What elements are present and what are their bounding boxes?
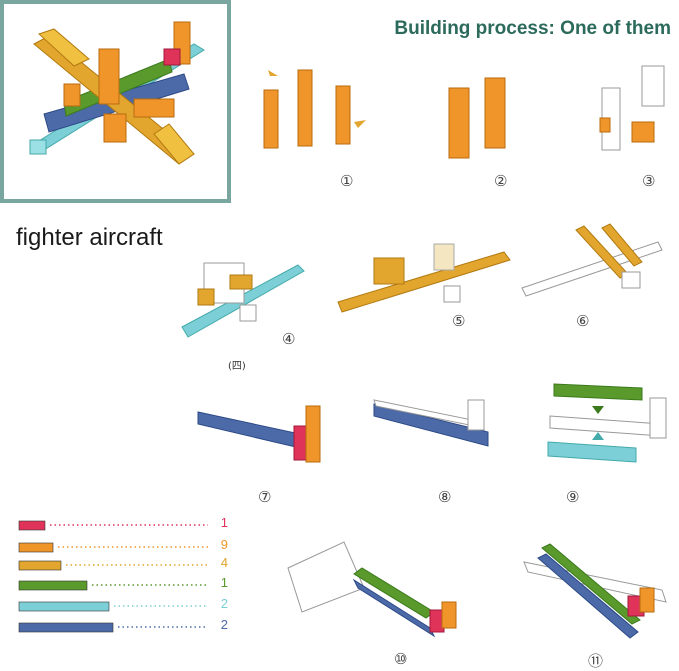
step-label-3: ③ <box>642 172 656 190</box>
step-label-9: ⑨ <box>566 488 580 506</box>
product-name: fighter aircraft <box>16 224 163 251</box>
legend-row: 2 <box>18 596 228 612</box>
step-6-illustration <box>521 223 663 297</box>
step-9-illustration <box>547 383 667 463</box>
step-label-1: ① <box>340 172 354 190</box>
step-11-illustration <box>523 543 667 639</box>
legend-count: 1 <box>220 515 228 530</box>
step-label-11: ⑪ <box>588 652 604 670</box>
step-5-illustration <box>337 243 511 313</box>
legend-row: 4 <box>18 555 228 571</box>
arrow-icon <box>268 70 278 76</box>
step-label-2: ② <box>494 172 508 190</box>
arrow-icon <box>592 406 604 414</box>
legend-row: 1 <box>18 575 228 591</box>
legend-count: 4 <box>220 555 228 570</box>
step-label-6: ⑥ <box>576 312 590 330</box>
legend-piece-icon <box>18 520 208 531</box>
arrow-icon <box>354 120 366 128</box>
assembled-model-illustration <box>29 21 205 165</box>
page-title: Building process: One of them <box>394 18 671 39</box>
legend-piece-icon <box>18 622 208 633</box>
step-label-5: ⑤ <box>452 312 466 330</box>
legend-count: 1 <box>220 575 228 590</box>
legend-piece-icon <box>18 601 208 612</box>
arrow-icon <box>592 432 604 440</box>
legend-piece-icon <box>18 580 208 591</box>
step-label-10: ⑩ <box>394 650 408 668</box>
legend-count: 9 <box>220 537 228 552</box>
legend-piece-icon <box>18 560 208 571</box>
step-7-illustration <box>197 405 321 463</box>
legend-row: 1 <box>18 515 228 531</box>
step-label-7: ⑦ <box>258 488 272 506</box>
assembled-model-frame <box>0 0 231 203</box>
legend-count: 2 <box>220 617 228 632</box>
step-4-illustration <box>181 262 305 338</box>
step-label-4: ④ <box>282 330 296 348</box>
legend-piece-icon <box>18 542 208 553</box>
legend-count: 2 <box>220 596 228 611</box>
step-10-illustration <box>287 541 457 638</box>
step-label-8: ⑧ <box>438 488 452 506</box>
step-2-illustration <box>448 77 506 159</box>
legend-row: 9 <box>18 537 228 553</box>
step-1-illustration <box>263 69 366 149</box>
step-3-illustration <box>599 65 665 151</box>
step-4-note: (四) <box>228 361 246 372</box>
legend-row: 2 <box>18 617 228 633</box>
step-8-illustration <box>373 399 489 447</box>
